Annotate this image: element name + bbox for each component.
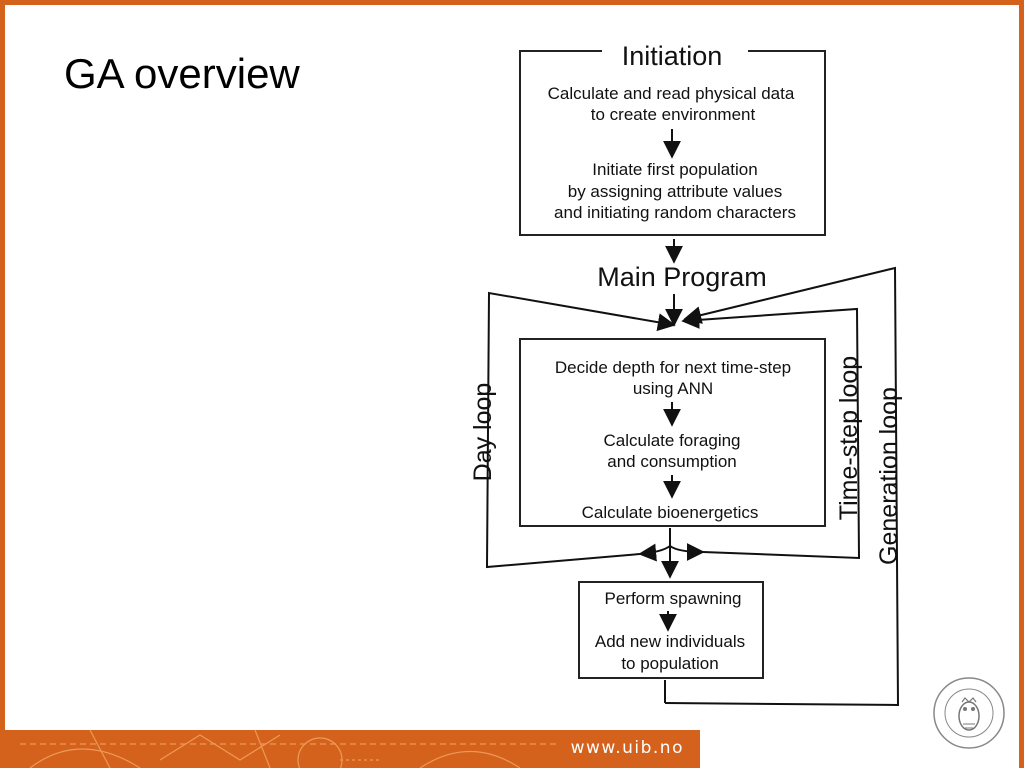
initiation-step2-line1: Initiate first population [592, 160, 757, 179]
footer-band: www.uib.no [0, 730, 700, 768]
fork-right-arrow [669, 542, 705, 561]
university-seal-logo [933, 677, 1005, 749]
time-step-loop-line [681, 307, 861, 560]
fork-left-arrow [638, 543, 671, 562]
time-step-loop-label: Time-step loop [835, 356, 863, 520]
initiation-step2-line2: by assigning attribute values [568, 182, 783, 201]
footer-url-link[interactable]: www.uib.no [570, 738, 684, 758]
initiation-box [519, 50, 826, 236]
main-step3: Calculate bioenergetics [582, 503, 759, 522]
main-step2-line1: Calculate foraging [603, 431, 740, 450]
main-step1-line2: using ANN [633, 379, 713, 398]
main-step1-line1: Decide depth for next time-step [555, 358, 791, 377]
main-step2-line2: and consumption [607, 452, 736, 471]
generation-loop-label: Generation loop [875, 387, 903, 565]
footer-decoration-graphic [20, 730, 560, 768]
day-loop-line [485, 291, 676, 569]
main-program-heading: Main Program [597, 262, 767, 292]
spawning-box [578, 581, 764, 679]
initiation-heading: Initiation [622, 41, 723, 71]
spawning-step2-line1: Add new individuals [595, 632, 745, 651]
day-loop-label: Day loop [469, 383, 497, 482]
main-program-box [519, 338, 826, 527]
initiation-step1-line2: to create environment [591, 105, 756, 124]
slide-title: GA overview [64, 50, 300, 97]
initiation-step2-line3: and initiating random characters [554, 203, 796, 222]
spawning-step2-line2: to population [621, 654, 718, 673]
spawning-step1: Perform spawning [604, 589, 741, 608]
generation-loop-line [664, 266, 900, 707]
initiation-step1-line1: Calculate and read physical data [548, 84, 795, 103]
